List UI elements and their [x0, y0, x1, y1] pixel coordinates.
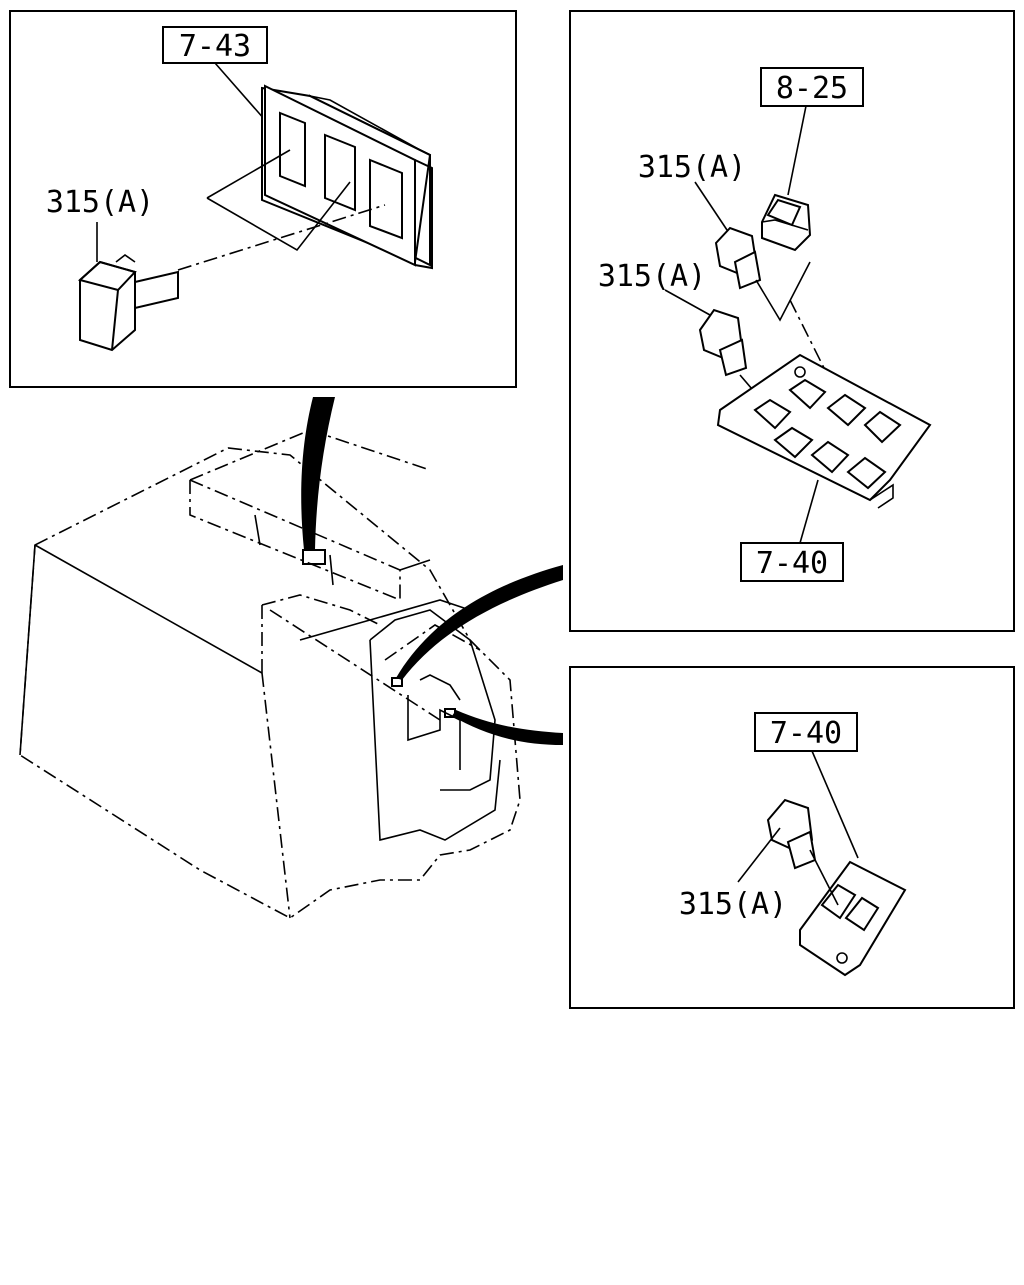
pointer-swoosh-top-right — [396, 565, 563, 680]
relay-block-7-40 — [716, 353, 932, 509]
detail-panel-bottom-right: 7-40 315(A) — [569, 666, 1015, 1009]
callout-box-7-40-top: 7-40 — [740, 542, 844, 582]
connector-8-25 — [761, 193, 812, 252]
relay-315a-top-right-1 — [714, 226, 762, 290]
callout-text-315a-top-right-2: 315(A) — [598, 259, 706, 294]
callout-text-315a-top-right-1: 315(A) — [638, 150, 746, 185]
callout-text-315a-top-left: 315(A) — [46, 185, 154, 220]
instrument-panel-view — [19, 429, 521, 919]
pointer-swoosh-top-left — [301, 397, 335, 550]
callout-text-7-40-bottom: 7-40 — [770, 716, 842, 751]
detail-panel-top-left: 7-43 315(A) — [9, 10, 517, 388]
detail-panel-top-right: 8-25 315(A) 315(A) — [569, 10, 1015, 632]
relay-bracket-7-40 — [799, 860, 907, 977]
callout-text-8-25: 8-25 — [776, 71, 848, 106]
bezel-location-marker — [302, 549, 326, 565]
callout-box-7-40-bottom: 7-40 — [754, 712, 858, 752]
callout-text-7-43: 7-43 — [179, 29, 251, 64]
relay-315a-top-left — [77, 254, 179, 352]
pointer-swoosh-bottom-right — [452, 710, 563, 745]
callout-box-8-25: 8-25 — [760, 67, 864, 107]
relay-315a-top-right-2 — [698, 308, 748, 377]
relay-315a-bottom-right — [766, 798, 817, 870]
callout-text-7-40-top: 7-40 — [756, 546, 828, 581]
switch-bezel — [261, 84, 433, 270]
callout-text-315a-bottom-right: 315(A) — [679, 887, 787, 922]
callout-box-7-43: 7-43 — [162, 26, 268, 64]
